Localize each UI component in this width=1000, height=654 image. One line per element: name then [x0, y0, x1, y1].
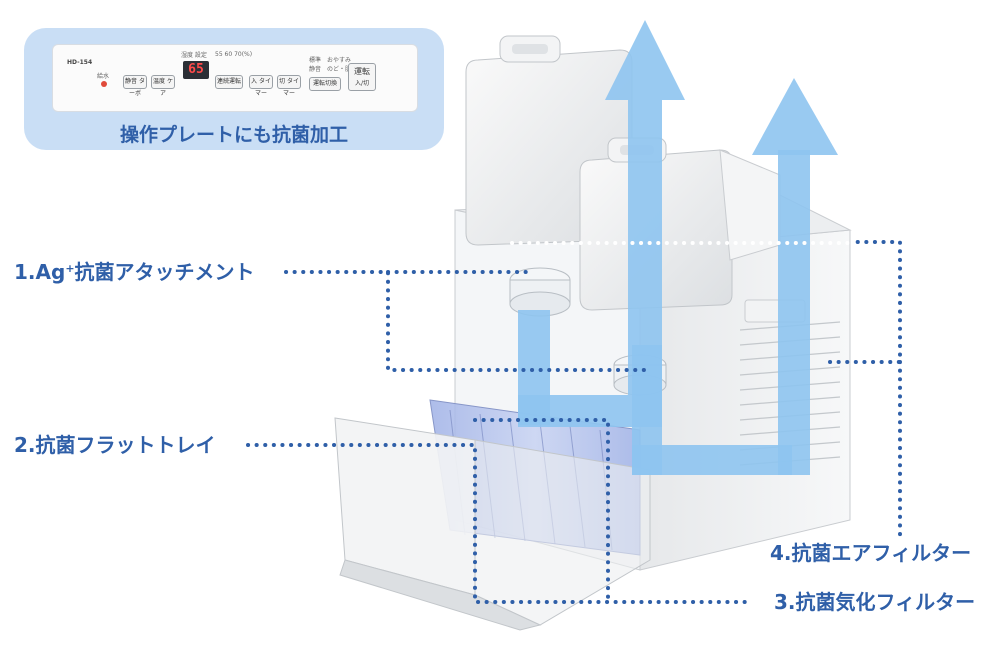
button-off-timer[interactable]: 入 タイマー: [249, 75, 273, 97]
mode-label-4: のど・肌: [327, 66, 352, 73]
button-temp-care[interactable]: 温度 ケア: [151, 75, 175, 97]
label-ag-attachment-rest: 抗菌アタッチメント: [74, 260, 255, 284]
panel-caption: 操作プレートにも抗菌加工: [119, 124, 348, 146]
ag-attachment-left: [509, 267, 571, 317]
mode-label-3: 静音: [309, 66, 322, 73]
humidity-display: 65: [183, 61, 209, 79]
humidity-scale: 55 60 70(%): [215, 51, 253, 58]
button-run-sub: 入/切: [354, 80, 370, 87]
label-air-filter: 4.抗菌エアフィルター: [770, 541, 972, 565]
leader-air-filter: [828, 240, 902, 542]
label-ag-attachment-prefix: 1.Ag: [14, 260, 66, 284]
button-silent-turbo[interactable]: 静音 ターボ: [123, 75, 147, 97]
leader-attachment: [284, 270, 652, 372]
mode-label-1: 標準: [309, 57, 322, 64]
drawer-bottom: [339, 559, 542, 631]
label-flat-tray: 2.抗菌フラットトレイ: [14, 433, 216, 457]
airflow-arrow-right: [632, 78, 838, 475]
button-on-timer[interactable]: 切 タイマー: [277, 75, 301, 97]
leader-evap-filter: [473, 418, 610, 604]
mode-label-2: おやすみ: [327, 57, 352, 64]
operation-panel-callout: HD-154 給水 静音 ターボ 温度 ケア 湿度 設定 65 55 60 70…: [24, 28, 444, 150]
label-ag-attachment: 1.Ag+抗菌アタッチメント: [14, 262, 255, 282]
label-evap-filter: 3.抗菌気化フィルター: [774, 590, 976, 614]
label-ag-attachment-sup: +: [65, 262, 75, 275]
button-run[interactable]: 運転 入/切: [348, 63, 376, 91]
operation-panel-plate: HD-154 給水 静音 ターボ 温度 ケア 湿度 設定 65 55 60 70…: [52, 44, 418, 112]
model-number: HD-154: [67, 59, 93, 66]
supply-label: 給水: [97, 73, 110, 80]
button-mode-switch[interactable]: 運転切換: [309, 77, 341, 91]
button-run-label: 運転: [354, 67, 370, 76]
leader-lines: [246, 240, 902, 604]
supply-indicator-icon: [101, 81, 107, 87]
drawer-side: [474, 439, 651, 626]
humidity-header: 湿度 設定: [181, 52, 207, 59]
leader-tray: [246, 443, 752, 604]
button-continuous[interactable]: 連続運転: [215, 75, 243, 89]
